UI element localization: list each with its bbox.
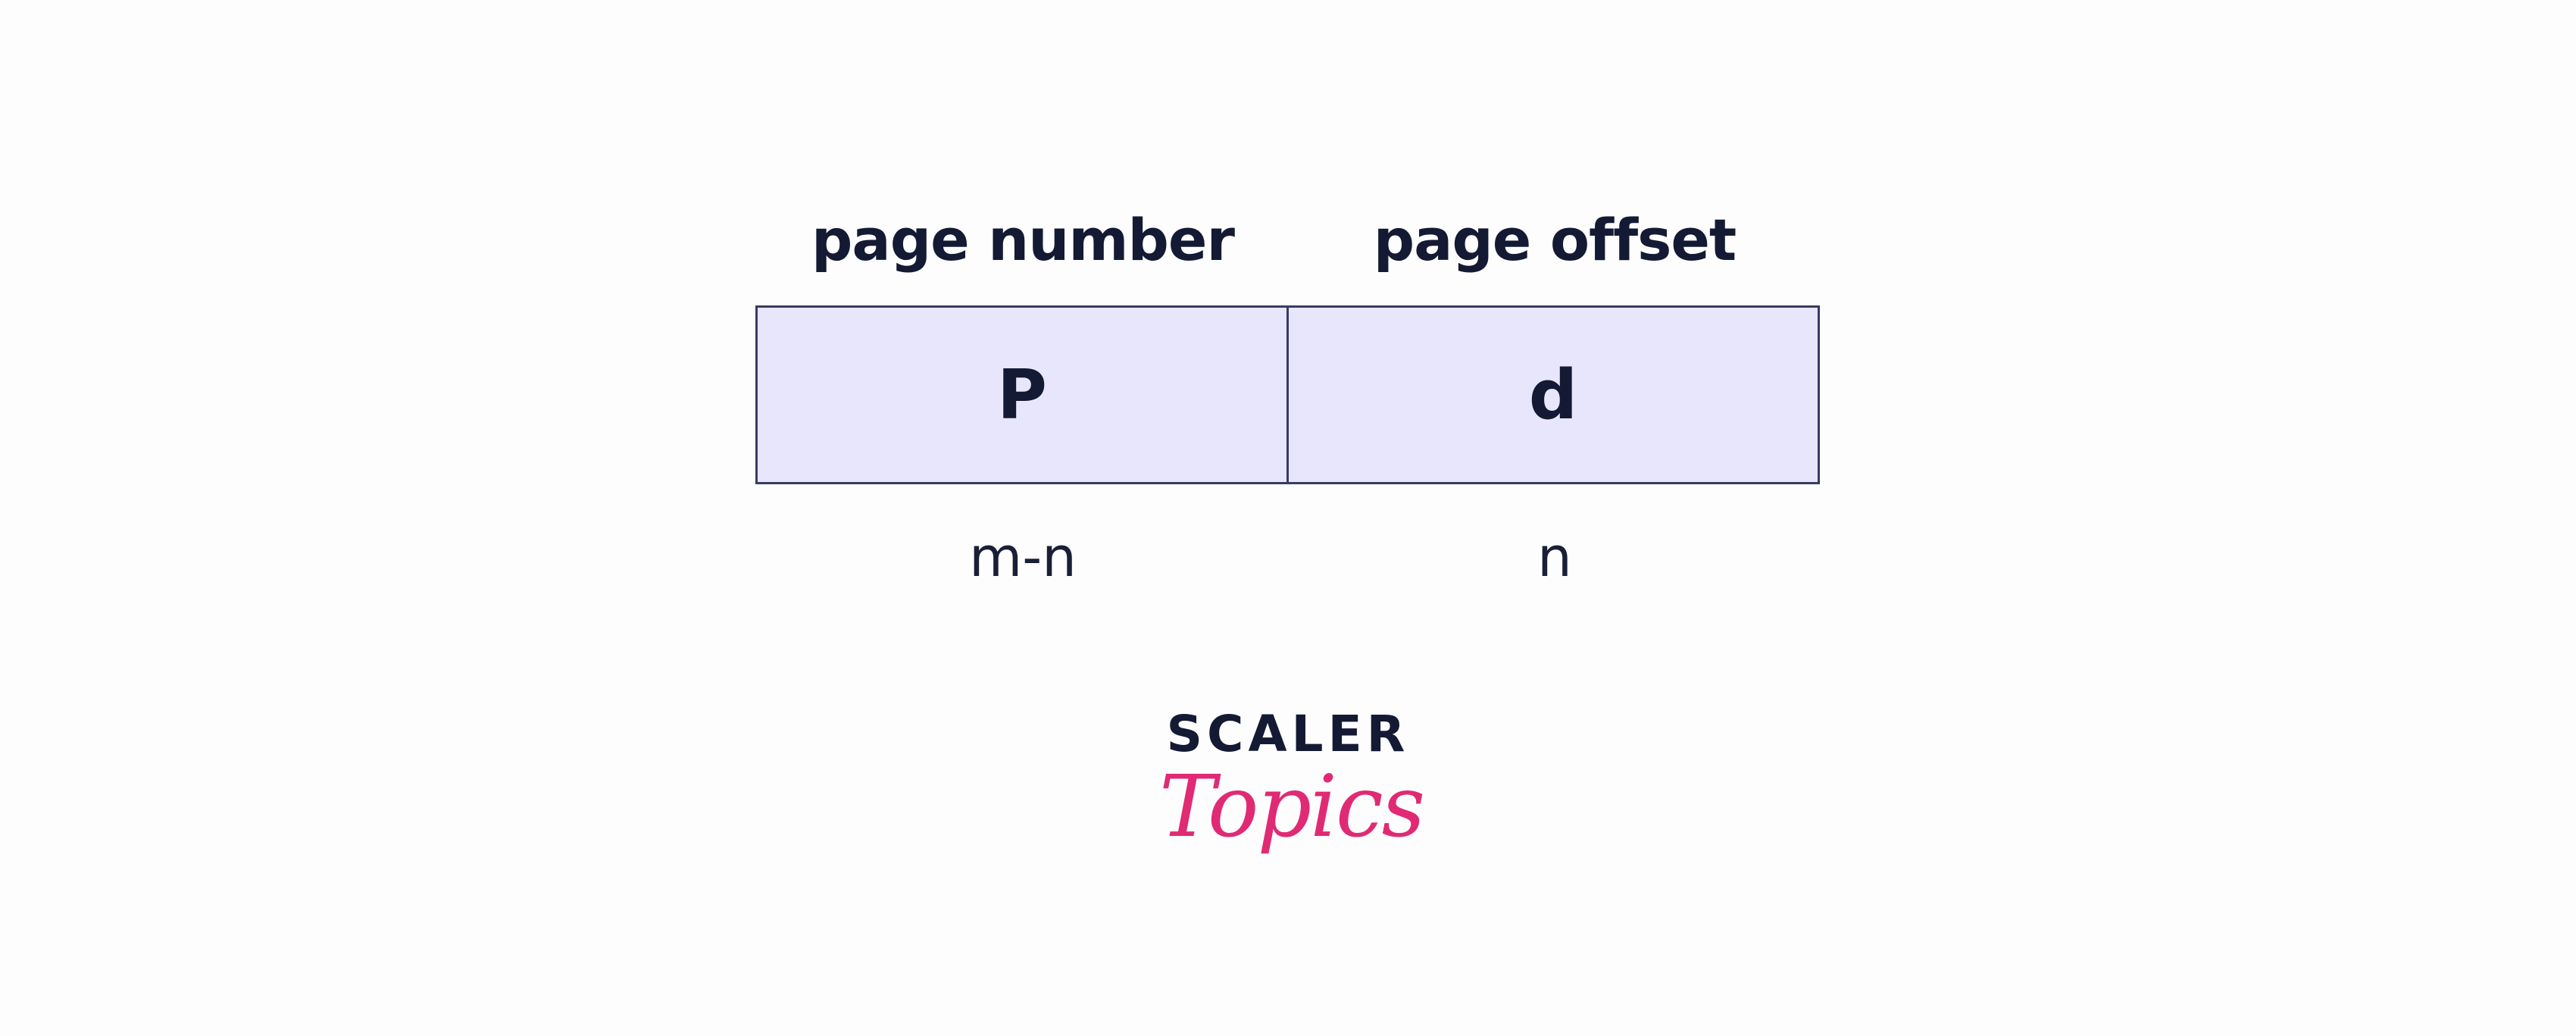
page-number-bits: m-n bbox=[969, 525, 1077, 589]
logo-brand-text: SCALER bbox=[1166, 705, 1410, 763]
page-number-cell: P bbox=[997, 355, 1047, 435]
page-number-header: page number bbox=[811, 206, 1235, 274]
page-offset-cell: d bbox=[1286, 308, 1818, 482]
logo-script-text: Topics bbox=[1159, 758, 1425, 856]
logical-address-box: P d bbox=[755, 305, 1820, 484]
page-offset-bits: n bbox=[1537, 525, 1572, 589]
page-offset-header: page offset bbox=[1373, 206, 1737, 274]
scaler-topics-logo: SCALER Topics bbox=[1159, 705, 1425, 902]
